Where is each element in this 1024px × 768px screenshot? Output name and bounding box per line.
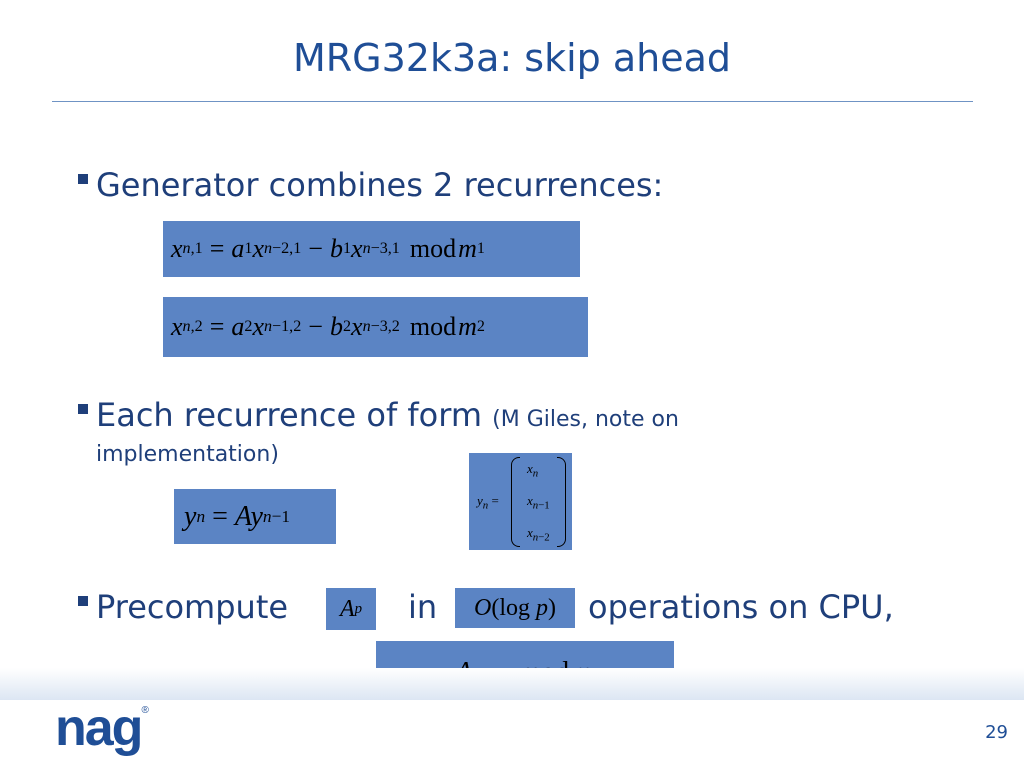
bullet-text-in: in (408, 588, 438, 626)
equation-state-vector: yn = xn xn−1 xn−2 (469, 453, 572, 550)
slide-title: MRG32k3a: skip ahead (292, 36, 732, 80)
bullet-text: Each recurrence of form (96, 396, 493, 434)
bullet-text-operations: operations on CPU, (588, 588, 894, 626)
bullet-marker (78, 404, 88, 414)
left-paren (511, 457, 520, 547)
bullet-text: Generator combines 2 recurrences: (96, 166, 664, 204)
footer (0, 700, 1024, 768)
bullet-precompute: Precompute (78, 588, 288, 626)
citation-note-continuation: implementation) (96, 442, 279, 467)
page-number: 29 (985, 722, 1008, 743)
bullet-marker (78, 174, 88, 184)
footer-gradient-band (0, 668, 1024, 700)
bullet-marker (78, 596, 88, 606)
citation-note: (M Giles, note on (492, 407, 679, 432)
bullet-recurrence-form: Each recurrence of form (M Giles, note o… (78, 396, 679, 434)
bullet-text: Precompute (96, 588, 289, 626)
nag-logo: nag® (55, 699, 149, 757)
title-divider (52, 101, 973, 102)
right-paren (557, 457, 566, 547)
equation-complexity: O(log p) (455, 588, 575, 628)
bullet-generator: Generator combines 2 recurrences: (78, 166, 663, 204)
